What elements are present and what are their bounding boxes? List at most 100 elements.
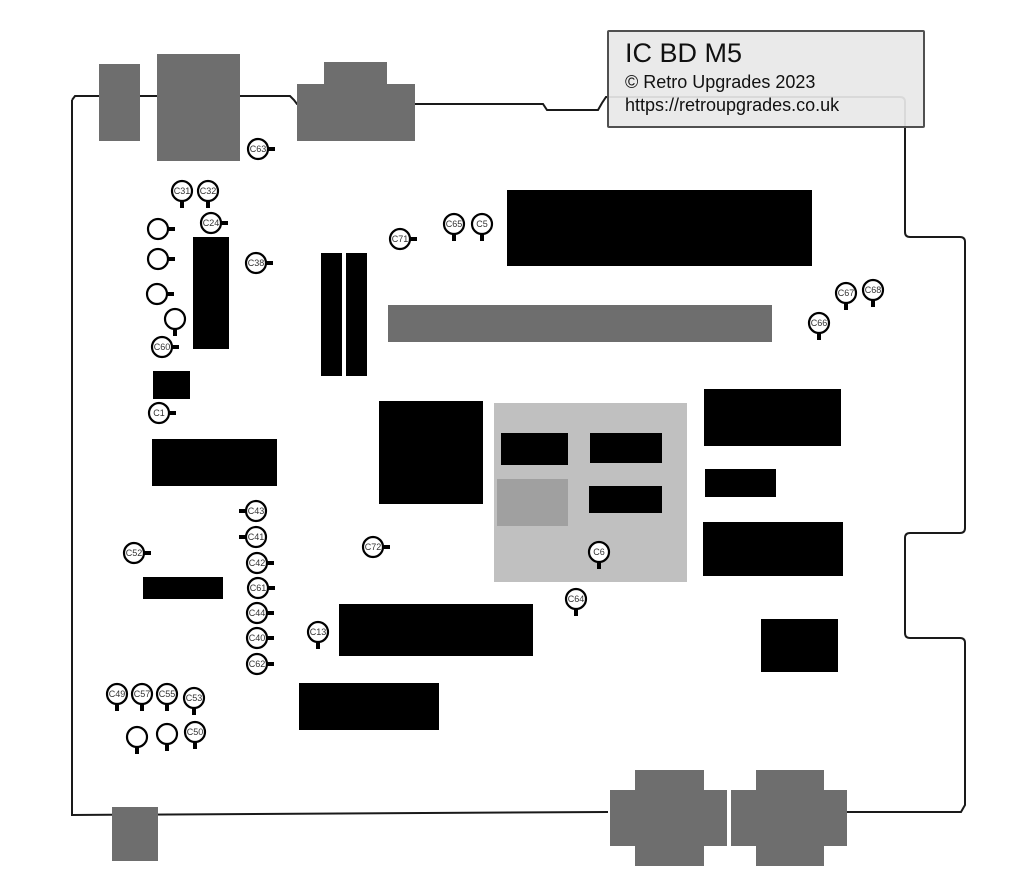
capacitor-lead	[265, 662, 274, 666]
capacitor-lead	[135, 745, 139, 754]
capacitor-lead	[165, 292, 174, 296]
chip-small-square	[153, 371, 190, 399]
capacitor-lead	[239, 509, 248, 513]
capacitor-label: C71	[392, 234, 409, 244]
capacitor-lead	[165, 702, 169, 711]
capacitor-body	[245, 551, 269, 575]
capacitor-lead	[140, 702, 144, 711]
capacitor-c62: C62	[245, 652, 274, 676]
capacitor-lead	[192, 706, 196, 715]
capacitor-lead	[381, 545, 390, 549]
connector-top-1	[99, 64, 140, 141]
capacitor-label: C65	[446, 219, 463, 229]
capacitor-body	[861, 278, 885, 302]
capacitor-label: C24	[203, 218, 220, 228]
capacitor-c1: C1	[147, 401, 176, 425]
capacitor-c49: C49	[105, 682, 129, 711]
connector-top-3	[297, 62, 415, 141]
capacitor-label: C63	[250, 144, 267, 154]
capacitor-c44: C44	[245, 601, 274, 625]
capacitor-c38: C38	[244, 251, 273, 275]
capacitor-body	[245, 601, 269, 625]
capacitor-lead	[167, 411, 176, 415]
capacitor-label: C40	[249, 633, 266, 643]
capacitor-label: C61	[250, 583, 267, 593]
capacitor-label: C6	[593, 547, 605, 557]
capacitor-lead	[166, 257, 175, 261]
website-link[interactable]: https://retroupgrades.co.uk	[625, 95, 840, 115]
capacitor-label: C38	[248, 258, 265, 268]
capacitor-u3	[145, 282, 174, 306]
capacitor-c50: C50	[183, 720, 207, 749]
chip-right-2	[705, 469, 776, 497]
capacitor-body	[246, 137, 270, 161]
capacitor-lead	[193, 740, 197, 749]
capacitor-body	[244, 525, 268, 549]
capacitor-lead	[574, 607, 578, 616]
board-title: IC BD M5	[625, 38, 743, 68]
capacitor-body	[146, 247, 170, 271]
capacitor-c71: C71	[388, 227, 417, 251]
chip-left-lower	[143, 577, 223, 599]
capacitor-body	[155, 722, 179, 746]
capacitor-c57: C57	[130, 682, 154, 711]
capacitor-body	[155, 682, 179, 706]
connector-bottom-left	[112, 807, 158, 861]
capacitor-label: C32	[200, 186, 217, 196]
expansion-slot	[388, 305, 772, 342]
capacitor-label: C57	[134, 689, 151, 699]
capacitor-label: C68	[865, 285, 882, 295]
capacitor-label: C43	[248, 506, 265, 516]
capacitor-lead	[180, 199, 184, 208]
capacitor-label: C52	[126, 548, 143, 558]
capacitor-label: C66	[811, 318, 828, 328]
connector-top-2	[157, 54, 240, 161]
capacitor-body	[145, 282, 169, 306]
capacitor-c5: C5	[470, 212, 494, 241]
capacitor-body	[807, 311, 831, 335]
capacitor-lead	[817, 331, 821, 340]
capacitor-body	[105, 682, 129, 706]
chip-left-wide	[152, 439, 277, 486]
capacitor-body	[244, 251, 268, 275]
capacitor-lead	[597, 560, 601, 569]
capacitor-c13: C13	[306, 620, 330, 649]
capacitor-c72: C72	[361, 535, 390, 559]
capacitor-label: C49	[109, 689, 126, 699]
capacitor-lead	[844, 301, 848, 310]
capacitor-c63: C63	[246, 137, 275, 161]
capacitor-lead	[266, 147, 275, 151]
capacitor-body	[246, 576, 270, 600]
capacitor-label: C62	[249, 659, 266, 669]
capacitor-label: C5	[476, 219, 488, 229]
capacitor-body	[146, 217, 170, 241]
capacitor-lead	[408, 237, 417, 241]
capacitor-u6	[155, 722, 179, 751]
capacitor-c24: C24	[199, 211, 228, 235]
capacitor-body	[182, 686, 206, 710]
capacitor-c67: C67	[834, 281, 858, 310]
capacitor-body	[834, 281, 858, 305]
capacitor-label: C72	[365, 542, 382, 552]
capacitor-body	[122, 541, 146, 565]
capacitor-body	[183, 720, 207, 744]
capacitor-body	[361, 535, 385, 559]
chip-bottom	[299, 683, 439, 730]
capacitor-lead	[115, 702, 119, 711]
capacitor-c53: C53	[182, 686, 206, 715]
chip-center-square	[379, 401, 483, 504]
capacitor-lead	[206, 199, 210, 208]
capacitor-label: C1	[153, 408, 165, 418]
capacitor-body	[245, 626, 269, 650]
capacitor-body	[196, 179, 220, 203]
capacitor-lead	[266, 586, 275, 590]
capacitor-u1	[146, 217, 175, 241]
chip-right-3	[703, 522, 843, 576]
capacitor-c66: C66	[807, 311, 831, 340]
capacitor-label: C44	[249, 608, 266, 618]
shield-block	[497, 479, 568, 526]
copyright-text: © Retro Upgrades 2023	[625, 72, 816, 92]
capacitor-c60: C60	[150, 335, 179, 359]
capacitor-c55: C55	[155, 682, 179, 711]
capacitor-lead	[219, 221, 228, 225]
